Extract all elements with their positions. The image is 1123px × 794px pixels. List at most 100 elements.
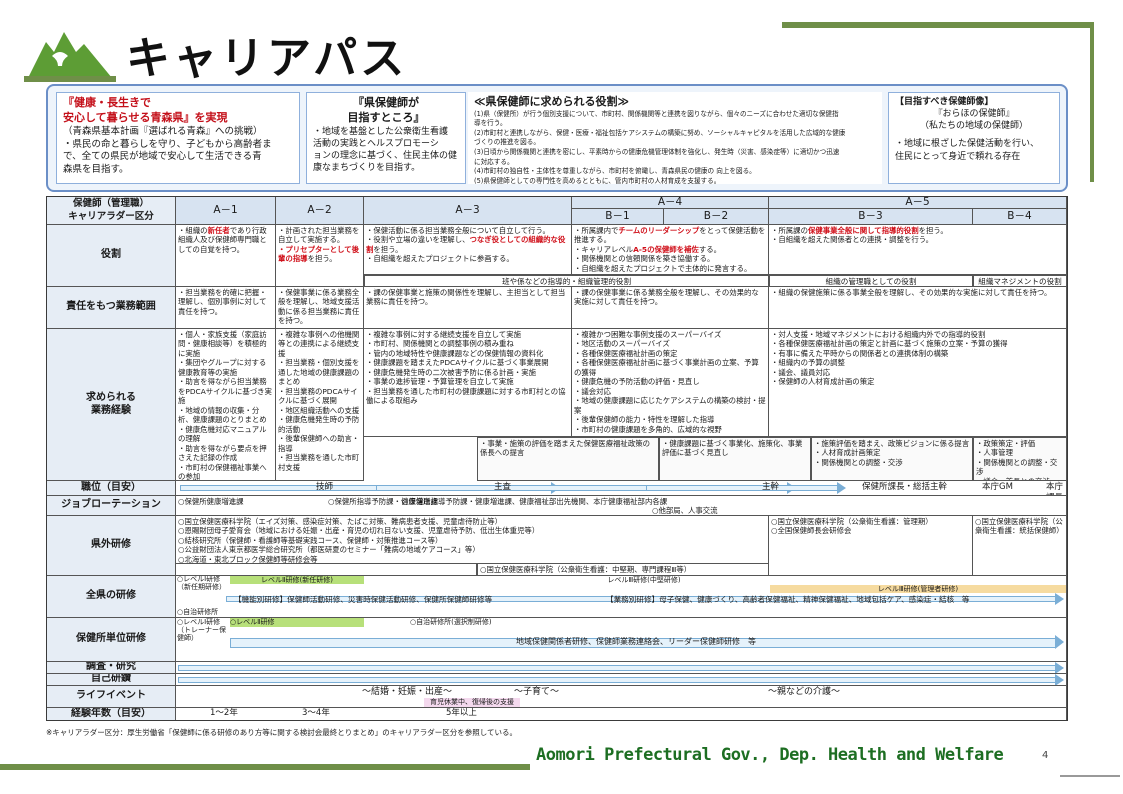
level-b2: B－2 — [664, 209, 769, 225]
row-prefecture: 全県の研修 — [47, 576, 176, 618]
role-title: ≪県保健師に求められる役割≫ — [474, 95, 630, 108]
goal-box: 『健康・長生きで 安心して暮らせる青森県』を実現 （青森県基本計画『選ばれる青森… — [56, 92, 300, 184]
row-research: 調査・研究 — [47, 662, 176, 674]
role-band-manager: 組織の管理職としての役割 — [769, 275, 973, 287]
research-arrow — [178, 662, 1064, 673]
aim-body: ・地域を基盤とした公衆衛生看護 活動の実践とヘルスプロモーシ ョンの理念に基づく… — [313, 126, 458, 174]
pref-func-arrow — [226, 593, 1064, 605]
selfstudy-track — [176, 674, 1067, 686]
ideal-title: 【目指すべき保健師像】 — [895, 97, 994, 107]
life-support: 育児休業中、復帰後の支援 — [424, 698, 520, 707]
exp-b34: ・対人支援・地域マネジメントにおける組織内外での指導的役割 ・各種保健医療福祉計… — [769, 329, 1067, 437]
office-level1: ○レベルⅠ研修 （トレーナー保健師） — [177, 618, 226, 643]
bottom-left-bar — [0, 764, 530, 770]
resp-a1: ・担当業務を的確に把握・理解し、個別事例に対して責任を持つ。 — [176, 287, 276, 329]
career-table: 保健師（管理職） キャリアラダー区分 A－1 A－2 A－3 A－4 A－5 B… — [46, 196, 1068, 721]
goal-body: （青森県基本計画『選ばれる青森』への挑戦） ・県民の命と暮らしを守り、子どもから… — [63, 125, 272, 176]
years-3: 5年以上 — [446, 708, 477, 718]
selfstudy-arrow — [178, 674, 1064, 685]
pref-func: 【機能別研修】保健師活動研修、災害時保健活動研修、保健所保健師研修等 — [234, 595, 493, 604]
row-years: 経験年数（目安） — [47, 708, 176, 720]
ideal-body: ・地域に根ざした保健活動を行い、 住民にとって身近で頼れる存在 — [895, 139, 1040, 162]
aim-box: 『県保健師が 目指すところ』 ・地域を基盤とした公衆衛生看護 活動の実践とヘルス… — [306, 92, 466, 184]
rotation-4: ○他部局、人事交流 — [652, 506, 718, 515]
level-b1: B－1 — [572, 209, 664, 225]
role-b34: ・所属課の保健事業全般に関して指導的役割を担う。 ・自組織を超えた関係者との連携… — [769, 225, 1067, 275]
row-experience: 求められる 業務経験 — [47, 329, 176, 481]
outside-b3: ○国立保健医療科学院（公衆衛生看護：管理期） ○全国保健師長会研修会 — [769, 516, 973, 576]
footer-organization: Aomori Prefectural Gov., Dep. Health and… — [536, 745, 1004, 765]
position-track: 技師 主査 主幹 保健所課長・総括主幹 本庁GM 本庁課長等 — [176, 481, 1067, 496]
right-vertical-bar — [1090, 22, 1094, 182]
aim-title: 『県保健師が 目指すところ』 — [347, 96, 425, 124]
rotation-2: ○保健所指導予防課・健康増進課 — [328, 497, 438, 506]
role-band-leader: 班や係などの指導的・組織管理的役割 — [364, 275, 769, 287]
position-shukan: 主幹 — [762, 482, 780, 492]
row-responsibility: 責任をもつ業務範囲 — [47, 287, 176, 329]
research-track — [176, 662, 1067, 674]
pref-self: ○自治研修所 — [177, 608, 219, 616]
corner-label: 保健師（管理職） キャリアラダー区分 — [47, 197, 176, 225]
role-body: (1)県（保健所）が行う個別支援について、市町村、関係機関等と連携を図りながら、… — [474, 109, 846, 185]
exp-a3: ・複雑な事例に対する継続支援を自立して実施 ・市町村、関係機関との調整事例の積み… — [364, 329, 572, 437]
level-a1: A－1 — [176, 197, 276, 225]
pref-level1: ○レベルⅠ研修 （新任期研修） — [177, 576, 226, 591]
goal-title: 『健康・長生きで 安心して暮らせる青森県』を実現 — [63, 96, 228, 124]
outside-main: ○国立保健医療科学院（エイズ対策、感染症対策、たばこ対策、難病患者支援、児童虐待… — [176, 516, 769, 564]
row-role: 役割 — [47, 225, 176, 287]
exp-box-policy: ・事業・施策の評価を踏まえた保健医療福祉政策の係長への提言 — [477, 437, 659, 481]
level-b3: B－3 — [769, 209, 973, 225]
role-b12: ・所属課内でチームのリーダーシップをとって保健活動を推進する。 ・キャリアレベル… — [572, 225, 769, 275]
level-a4: A－4 — [572, 197, 769, 209]
row-selfstudy: 自己研鑽 — [47, 674, 176, 686]
exp-box-management: ・政策策定・評価 ・人事管理 ・関係機関との調整・交渉 ・議会・首長との交渉 — [973, 437, 1067, 481]
position-shusa: 主査 — [494, 482, 512, 492]
level-b4: B－4 — [973, 209, 1067, 225]
rotation-cells: ○保健所健康増進課 ○保健所指導予防課・健康増進課 ○保健所指導予防課・健康増進… — [176, 496, 1067, 516]
ideal-box: 【目指すべき保健師像】 『おらほの保健師』 （私たちの地域の保健師） ・地域に根… — [888, 92, 1060, 184]
role-a2: ・計画された担当業務を自立して実施する。 ・プリセプターとして後輩の指導を担う。 — [276, 225, 364, 287]
footnote: ※キャリアラダー区分：厚生労働省「保健師に係る研修のあり方等に関する検討会最終と… — [46, 728, 518, 737]
outside-empty — [176, 564, 477, 576]
life-childcare: ～子育て～ — [514, 687, 560, 697]
top-right-bar — [782, 22, 1090, 28]
role-a1: ・組織の新任者であり行政組織人及び保健師専門職としての自覚を持つ。 — [176, 225, 276, 287]
resp-b34: ・組織の保健施策に係る事業全般を理解し、その効果的な実施に対して責任を持つ。 — [769, 287, 1067, 329]
office-cells: ○レベルⅠ研修 （トレーナー保健師） ○レベルⅡ研修 ○自治研修所(選択制研修)… — [176, 618, 1067, 662]
pref-level2: レベルⅡ研修(新任研修) — [230, 576, 364, 584]
level-a2: A－2 — [276, 197, 364, 225]
pref-level3: レベルⅢ研修(中堅研修) — [364, 576, 924, 584]
years-2: 3～4年 — [302, 708, 330, 718]
outside-mid: ○国立保健医療科学院（公衆衛生看護：中堅期、専門課程Ⅲ等） — [477, 564, 769, 576]
pref-level4: レベルⅢ研修(管理者研修) — [770, 585, 1066, 593]
years-1: 1～2年 — [210, 708, 238, 718]
resp-b12: ・課の保健事業に係る業務全般を理解し、その効果的な実施に対して責任を持つ。 — [572, 287, 769, 329]
position-gm: 本庁GM — [982, 482, 1013, 492]
header-panel: 『健康・長生きで 安心して暮らせる青森県』を実現 （青森県基本計画『選ばれる青森… — [46, 84, 1068, 192]
life-track: ～結婚・妊娠・出産～ ～子育て～ ～親などの介護～ 育児休業中、復帰後の支援 — [176, 686, 1067, 708]
outside-b4: ○国立保健医療科学院（公衆衛生看護：統括保健師） — [973, 516, 1067, 576]
exp-a1: ・個人・家族支援（家庭訪問・健康相談等）を積極的に実施 ・集団やグループに対する… — [176, 329, 276, 481]
rotation-1: ○保健所健康増進課 — [178, 497, 244, 506]
aomori-logo-icon — [24, 32, 116, 82]
years-track: 1～2年 3～4年 5年以上 — [176, 708, 1067, 720]
resp-a3: ・課の保健事業と施策の関係性を理解し、主担当として担当業務に責任を持つ。 — [364, 287, 572, 329]
row-life: ライフイベント — [47, 686, 176, 708]
page-title: キャリアパス — [126, 33, 408, 84]
role-a3: ・保健活動に係る担当業務全般について自立して行う。 ・役割や立場の違いを理解し、… — [364, 225, 572, 275]
exp-box-evaluation: ・健康課題に基づく事業化、施策化、事業評価に基づく見直し — [659, 437, 811, 481]
exp-b12: ・複雑かつ困難な事例支援のスーパーバイズ ・地区活動のスーパーバイズ ・各種保健… — [572, 329, 769, 437]
pref-cells: ○レベルⅠ研修 （新任期研修） レベルⅡ研修(新任研修) レベルⅢ研修(中堅研修… — [176, 576, 1067, 618]
level-a3: A－3 — [364, 197, 572, 225]
position-arrow-3 — [646, 482, 846, 494]
position-kacho: 保健所課長・総括主幹 — [862, 482, 948, 492]
row-position: 職位（目安） — [47, 481, 176, 496]
office-arrow — [230, 635, 1064, 649]
level-a5: A－5 — [769, 197, 1067, 209]
office-level2: ○レベルⅡ研修 — [230, 618, 364, 627]
office-self: ○自治研修所(選択制研修) — [410, 618, 492, 626]
position-honcho: 本庁課長等 — [1046, 482, 1064, 495]
ideal-sub: 『おらほの保健師』 （私たちの地域の保健師） — [919, 109, 1028, 132]
role-box: ≪県保健師に求められる役割≫ (1)県（保健所）が行う個別支援について、市町村、… — [468, 92, 882, 185]
pref-task: 【業務別研修】母子保健、健康づくり、高齢者保健福祉、精神保健福祉、地域包括ケア、… — [606, 595, 970, 604]
